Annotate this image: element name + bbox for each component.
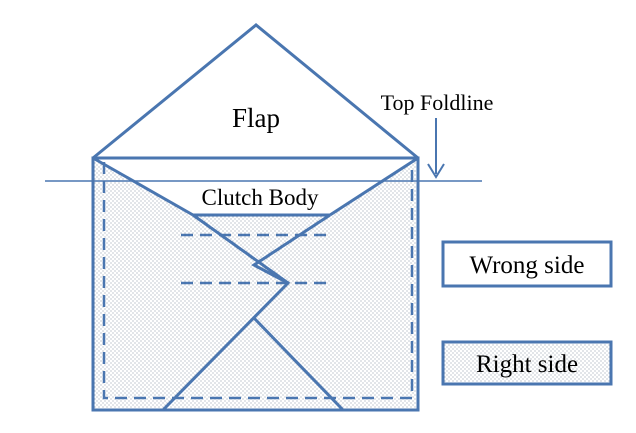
clutch-body-outline (91, 156, 420, 412)
flap-outline (92, 23, 419, 160)
right-side-fabric-region (93, 158, 418, 410)
body-right-diagonal (329, 156, 419, 217)
flap-label: Flap (232, 103, 280, 133)
legend-wrong-side-label: Wrong side (470, 252, 585, 279)
clutch-body-label: Clutch Body (202, 185, 319, 210)
legend-right-side-box (441, 340, 613, 386)
foldline-label: Top Foldline (381, 90, 494, 115)
foldline-arrow-head (427, 163, 445, 179)
fold-zigzag-right (251, 213, 331, 285)
legend-right-side-label: Right side (476, 351, 578, 378)
fold-bottom-diagonal (252, 316, 345, 412)
seam-allowance-dashed (102, 162, 414, 400)
legend-wrong-side-box (441, 240, 613, 288)
body-left-diagonal (92, 156, 194, 217)
